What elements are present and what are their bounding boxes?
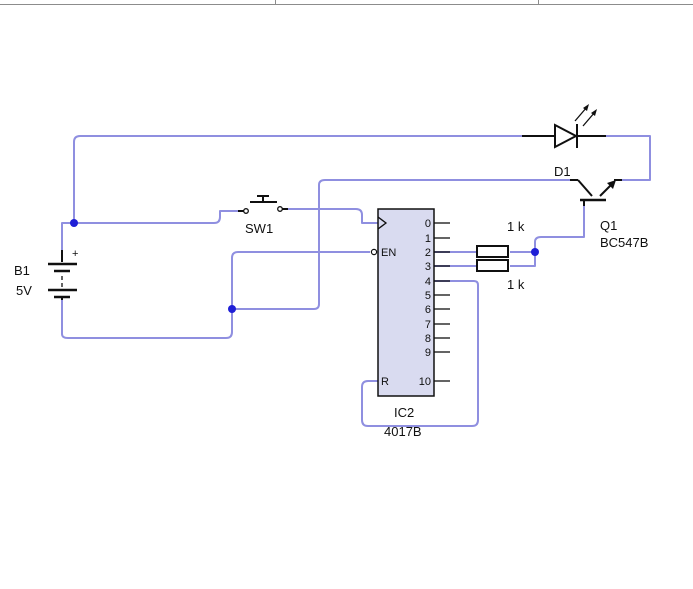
junction-dot — [228, 305, 236, 313]
ic-pin-label: 6 — [425, 304, 431, 316]
battery-b1[interactable]: + B1 5V — [14, 248, 78, 300]
wire-en[interactable] — [231, 251, 370, 309]
ic-value: 4017B — [384, 424, 422, 439]
wire-reset[interactable] — [361, 280, 479, 427]
switch-sw1[interactable]: SW1 — [238, 195, 288, 236]
wire-res-to-base[interactable] — [510, 251, 536, 267]
resistor-r1[interactable]: 1 k — [476, 219, 525, 258]
top-border-tick — [275, 0, 276, 4]
ic-pin-label: 9 — [425, 347, 431, 359]
ic-output-pins — [434, 222, 450, 382]
ic-4017b[interactable]: EN R 0 1 2 3 4 5 6 7 8 9 10 — [370, 208, 450, 439]
ic-pin-label: 5 — [425, 290, 431, 302]
wire-base[interactable] — [534, 205, 585, 252]
ic-pin-label: 0 — [425, 218, 431, 230]
switch-ref: SW1 — [245, 221, 273, 236]
junction-dot — [70, 219, 78, 227]
ic-ref: IC2 — [394, 405, 414, 420]
junctions — [70, 219, 539, 313]
ic-pin-label: 2 — [425, 247, 431, 259]
junction-dot — [531, 248, 539, 256]
window-top-border — [0, 0, 693, 5]
resistor-r2[interactable]: 1 k — [476, 259, 525, 292]
ic-pin-label: 3 — [425, 261, 431, 273]
battery-ref: B1 — [14, 263, 30, 278]
wire-switch-to-clock[interactable] — [285, 208, 378, 224]
transistor-value: BC547B — [600, 235, 648, 250]
transistor-q1[interactable]: Q1 BC547B — [570, 179, 648, 250]
resistor-value: 1 k — [507, 219, 525, 234]
battery-value: 5V — [16, 283, 32, 298]
wires — [61, 135, 651, 427]
led-ref: D1 — [554, 164, 571, 179]
ic-pin-label: 7 — [425, 319, 431, 331]
wire-led-to-collector[interactable] — [580, 135, 651, 181]
top-border-tick — [538, 0, 539, 4]
ic-pin-label: 1 — [425, 233, 431, 245]
wire-to-switch[interactable] — [74, 210, 243, 224]
wire-top-rail[interactable] — [73, 135, 553, 223]
ic-pin-label: 4 — [425, 276, 431, 288]
ic-pin-label: 8 — [425, 333, 431, 345]
ic-pin-r: R — [381, 376, 389, 388]
ic-pin-label: 10 — [419, 376, 431, 388]
resistor-value: 1 k — [507, 277, 525, 292]
wire-emitter[interactable] — [232, 179, 570, 310]
transistor-ref: Q1 — [600, 218, 617, 233]
led-d1[interactable]: D1 — [522, 104, 606, 179]
battery-plus-sign: + — [72, 248, 78, 260]
ic-pin-en: EN — [381, 247, 396, 259]
wire-ground[interactable] — [61, 299, 233, 339]
